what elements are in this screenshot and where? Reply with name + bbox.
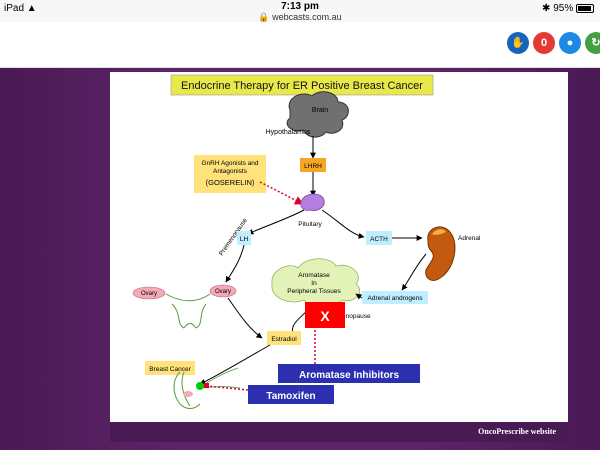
tamoxifen-label: Tamoxifen xyxy=(266,391,315,402)
url-display[interactable]: 🔒 webcasts.com.au xyxy=(0,12,600,22)
slide-footer: OncoPrescribe website xyxy=(110,422,568,442)
ovary-left-label: Ovary xyxy=(141,291,157,297)
ovary-right-label: Ovary xyxy=(215,289,231,295)
aromatase-line1: Aromatase xyxy=(298,272,330,279)
adrenal-androgens-box xyxy=(362,291,428,304)
breast-cancer-box xyxy=(145,361,195,375)
bluetooth-icon: ✱ xyxy=(542,3,551,14)
adrenal-label: Adrenal xyxy=(458,235,481,242)
postmenopause-label: enopause xyxy=(342,313,371,320)
arrow-androgens-aromatase xyxy=(355,293,363,300)
arrow-pituitary-lh xyxy=(247,209,305,235)
status-bar: iPad ▲ 7:13 pm 🔒 webcasts.com.au ✱ 95% xyxy=(0,0,600,22)
gnrh-line2: Antagonists xyxy=(213,168,248,175)
estradiol-label: Estradiol xyxy=(271,336,297,343)
acth-label: ACTH xyxy=(370,236,388,243)
refresh-icon[interactable]: ↻ xyxy=(585,32,600,54)
status-left: iPad ▲ xyxy=(4,3,37,14)
x-inhibit-box xyxy=(305,302,345,328)
gnrh-box xyxy=(194,155,266,193)
tamoxifen-box xyxy=(248,385,334,404)
endocrine-diagram: Endocrine Therapy for ER Positive Breast… xyxy=(132,74,481,409)
aromatase-line3: Peripheral Tissues xyxy=(287,288,341,295)
gnrh-line1: GnRH Agonists and xyxy=(201,160,258,167)
ovary-left-shape xyxy=(132,286,166,300)
device-name: iPad xyxy=(4,3,25,14)
battery-percent: 95% xyxy=(553,3,574,14)
brain-shape xyxy=(286,91,349,138)
slide-title: Endocrine Therapy for ER Positive Breast… xyxy=(181,80,423,92)
hypothalamus-label: Hypothalamus xyxy=(266,129,311,136)
adrenal-kidney-shape xyxy=(425,226,456,281)
status-center: 7:13 pm 🔒 webcasts.com.au xyxy=(0,1,600,23)
aromatase-inhibitors-label: Aromatase Inhibitors xyxy=(299,370,399,381)
arrow-estradiol-breast xyxy=(199,344,271,385)
estradiol-box xyxy=(267,331,301,345)
hand-icon[interactable]: ✋ xyxy=(507,32,529,54)
goserelin-label: (GOSERELIN) xyxy=(206,178,255,187)
x-mark: X xyxy=(320,308,330,324)
lh-box xyxy=(237,231,251,245)
globe-icon[interactable]: ● xyxy=(559,32,581,54)
pituitary-shape xyxy=(300,193,325,211)
slide: Endocrine Therapy for ER Positive Breast… xyxy=(110,72,568,442)
zero-badge-icon[interactable]: 0 xyxy=(533,32,555,54)
tumor-dot xyxy=(196,382,204,390)
arrow-adrenal-androgens xyxy=(401,253,427,291)
arrow-pituitary-acth xyxy=(321,209,365,239)
aromatase-cloud xyxy=(271,258,361,307)
arrow-lh-ovary xyxy=(225,244,245,283)
footer-credit: OncoPrescribe website xyxy=(478,427,556,436)
lhrh-box xyxy=(300,158,326,172)
lock-icon: 🔒 xyxy=(258,12,270,22)
lhrh-label: LHRH xyxy=(304,163,322,170)
adrenal-gland-shape xyxy=(432,229,446,235)
lh-label: LH xyxy=(240,236,249,243)
battery-icon xyxy=(576,3,594,13)
uterus-shape xyxy=(171,303,207,329)
adrenal-androgens-label: Adrenal androgens xyxy=(368,295,424,302)
tamoxifen-inhibit-line xyxy=(205,385,249,391)
goserelin-inhibit-line xyxy=(259,181,304,205)
aromatase-line2: In xyxy=(311,280,317,287)
url-text: webcasts.com.au xyxy=(272,12,342,22)
nipple-shape xyxy=(183,391,193,397)
top-toolbar: ✋ 0 ● ↻ xyxy=(0,22,600,68)
uterus-tube-top xyxy=(165,293,211,302)
breast-cancer-label: Breast Cancer xyxy=(149,366,191,373)
brain-label: Brain xyxy=(312,107,328,114)
ovary-right-shape xyxy=(209,284,237,298)
acth-box xyxy=(366,231,392,245)
breast-outline xyxy=(173,371,201,409)
aromatase-inhibitors-box xyxy=(278,364,420,383)
wifi-icon: ▲ xyxy=(26,3,37,14)
status-time: 7:13 pm xyxy=(281,1,319,12)
arrow-ovary-estradiol xyxy=(227,297,263,339)
pituitary-label: Pituitary xyxy=(298,221,322,228)
tamoxifen-block xyxy=(204,383,209,388)
status-right: ✱ 95% xyxy=(542,3,594,14)
